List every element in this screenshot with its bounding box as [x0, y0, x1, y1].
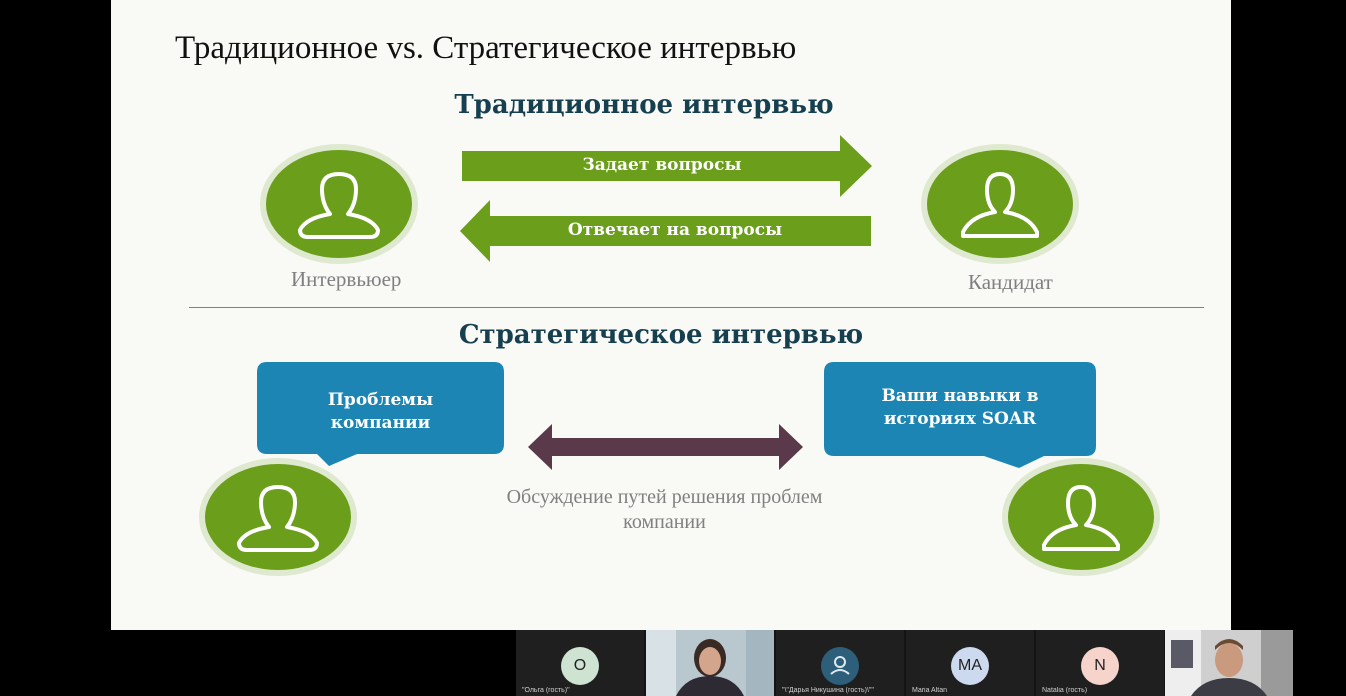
participant-tile[interactable]: N Natalia (гость): [1036, 630, 1164, 696]
candidate-label: Кандидат: [968, 270, 1053, 294]
participant-name: Natalia (гость): [1042, 687, 1088, 694]
skills-soar-line1: Ваши навыки в: [881, 386, 1039, 406]
discussion-text: Обсуждение путей решения проблем компани…: [467, 485, 862, 535]
participant-video: [1165, 630, 1293, 696]
strategic-candidate-person-icon: [1042, 485, 1120, 551]
discussion-line1: Обсуждение путей решения проблем: [506, 486, 823, 508]
skills-soar-bubble: Ваши навыки в историях SOAR: [824, 362, 1096, 468]
candidate-avatar: [921, 144, 1079, 264]
company-problems-line2: компании: [330, 413, 431, 433]
answers-questions-arrow: Отвечает на вопросы: [460, 200, 871, 262]
interviewer-label: Интервьюер: [291, 267, 402, 291]
participant-tile[interactable]: О "Ольга (гость)": [516, 630, 644, 696]
participants-strip: О "Ольга (гость)" "\"Дарья Никушина (гос…: [516, 630, 1293, 696]
strategic-interviewer-avatar: [199, 458, 357, 576]
answers-questions-label: Отвечает на вопросы: [567, 220, 783, 240]
slide-title: Традиционное vs. Стратегическое интервью: [175, 30, 797, 66]
asks-questions-label: Задает вопросы: [582, 155, 742, 175]
participant-tile[interactable]: MA Maria Altan: [906, 630, 1034, 696]
strategic-interviewer-person-icon: [237, 485, 319, 552]
strategic-heading: Стратегическое интервью: [458, 320, 864, 350]
company-problems-line1: Проблемы: [327, 390, 434, 410]
company-problems-bubble: Проблемы компании: [257, 362, 504, 466]
discussion-double-arrow: [528, 424, 803, 470]
discussion-line2: компании: [623, 511, 706, 533]
asks-questions-arrow: Задает вопросы: [462, 135, 872, 197]
participant-tile[interactable]: "\"Дарья Никушина (гость)\"": [776, 630, 904, 696]
interviewer-avatar: [260, 144, 418, 264]
candidate-person-icon: [961, 172, 1039, 238]
participant-video: [646, 630, 774, 696]
participant-name: Maria Altan: [912, 687, 948, 694]
traditional-heading: Традиционное интервью: [454, 90, 834, 120]
presentation-slide: Традиционное vs. Стратегическое интервью…: [111, 0, 1231, 630]
participant-avatar: О: [561, 647, 599, 685]
skills-soar-line2: историях SOAR: [883, 409, 1037, 429]
participant-video-tile[interactable]: [646, 630, 774, 696]
participant-video-tile[interactable]: [1165, 630, 1293, 696]
participant-name: "\"Дарья Никушина (гость)\"": [782, 687, 874, 694]
interviewer-person-icon: [298, 172, 380, 239]
participant-name: "Ольга (гость)": [522, 687, 570, 694]
participant-avatar: MA: [951, 647, 989, 685]
section-divider: [189, 307, 1204, 308]
participant-avatar: N: [1081, 647, 1119, 685]
strategic-candidate-avatar: [1002, 458, 1160, 576]
user-icon: [821, 647, 859, 685]
